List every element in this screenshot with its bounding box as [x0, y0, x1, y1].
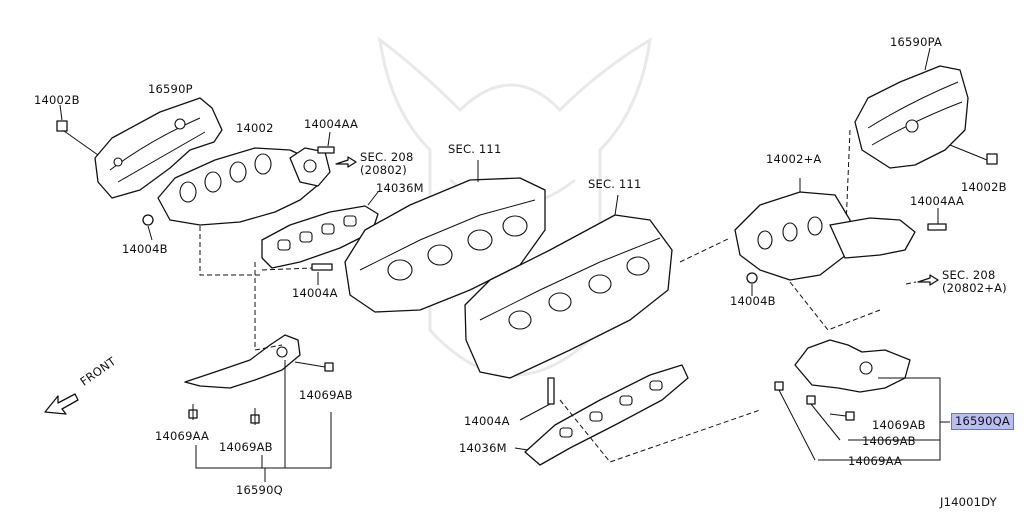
- label-14036M-bottom: 14036M: [459, 441, 507, 455]
- label-sec208-left[interactable]: SEC. 208: [360, 150, 414, 164]
- label-14004AA-top: 14004AA: [304, 117, 359, 131]
- label-16590P: 16590P: [148, 82, 193, 96]
- label-14002A: 14002+A: [766, 152, 822, 166]
- label-14004B-right: 14004B: [730, 294, 776, 308]
- stud-14004A-left[interactable]: [311, 263, 333, 271]
- label-14069AA-right: 14069AA: [848, 454, 903, 468]
- heat-shield-16590QA[interactable]: [794, 339, 911, 393]
- label-14069AB-r1: 14069AB: [872, 418, 926, 432]
- stud-14004AA-top[interactable]: [317, 131, 335, 154]
- label-14036M-top: 14036M: [376, 181, 424, 195]
- label-sec208-left-ref: (20802): [360, 163, 407, 177]
- label-14069AA-left: 14069AA: [155, 429, 210, 443]
- label-14069AB-r2: 14069AB: [862, 434, 916, 448]
- label-sec111-b[interactable]: SEC. 111: [588, 177, 642, 191]
- label-14069AB-left: 14069AB: [299, 388, 353, 402]
- label-14004AA-right: 14004AA: [910, 194, 965, 208]
- bolt-14069AB-right1[interactable]: [829, 411, 855, 421]
- bolt-14069AB-left[interactable]: [294, 361, 334, 372]
- nut-14004B-left[interactable]: [142, 214, 154, 226]
- bolt-14069AB-mid[interactable]: [250, 408, 260, 425]
- nut-14004B-right[interactable]: [746, 272, 758, 284]
- heat-shield-16590Q[interactable]: [184, 334, 301, 389]
- label-14004B-left: 14004B: [122, 242, 168, 256]
- label-sec111-a[interactable]: SEC. 111: [448, 142, 502, 156]
- gasket-14036M-bottom[interactable]: [524, 364, 689, 466]
- heat-shield-16590P[interactable]: [94, 97, 223, 199]
- label-sec208-right[interactable]: SEC. 208: [942, 268, 996, 282]
- label-14004A-left: 14004A: [292, 286, 338, 300]
- label-14002B-left: 14002B: [34, 93, 80, 107]
- heat-shield-16590PA[interactable]: [854, 65, 969, 169]
- stud-14004AA-right[interactable]: [927, 223, 947, 231]
- label-14004A-bottom: 14004A: [464, 414, 510, 428]
- label-14002B-right: 14002B: [961, 180, 1007, 194]
- bolt-14069AB-right2[interactable]: [806, 395, 841, 441]
- front-arrow: [44, 393, 79, 415]
- manifold-pipe-right: [829, 217, 916, 259]
- arrow-sec208-right: [917, 274, 939, 286]
- label-14069AB-mid: 14069AB: [219, 440, 273, 454]
- bolt-14002B-left[interactable]: [56, 104, 99, 156]
- bolt-14069AA-left[interactable]: [188, 404, 198, 420]
- figure-id: J14001DY: [940, 495, 997, 509]
- label-14002: 14002: [236, 121, 274, 135]
- label-sec208-right-ref: (20802+A): [942, 281, 1007, 295]
- label-16590Q: 16590Q: [236, 483, 283, 497]
- label-16590QA-highlighted[interactable]: 16590QA: [951, 413, 1014, 430]
- arrow-sec208-left: [335, 156, 357, 168]
- bolt-14002B-right[interactable]: [949, 144, 998, 165]
- bolt-14069AA-right[interactable]: [774, 381, 816, 461]
- stud-14004A-bottom[interactable]: [547, 377, 555, 405]
- label-16590PA: 16590PA: [890, 35, 943, 49]
